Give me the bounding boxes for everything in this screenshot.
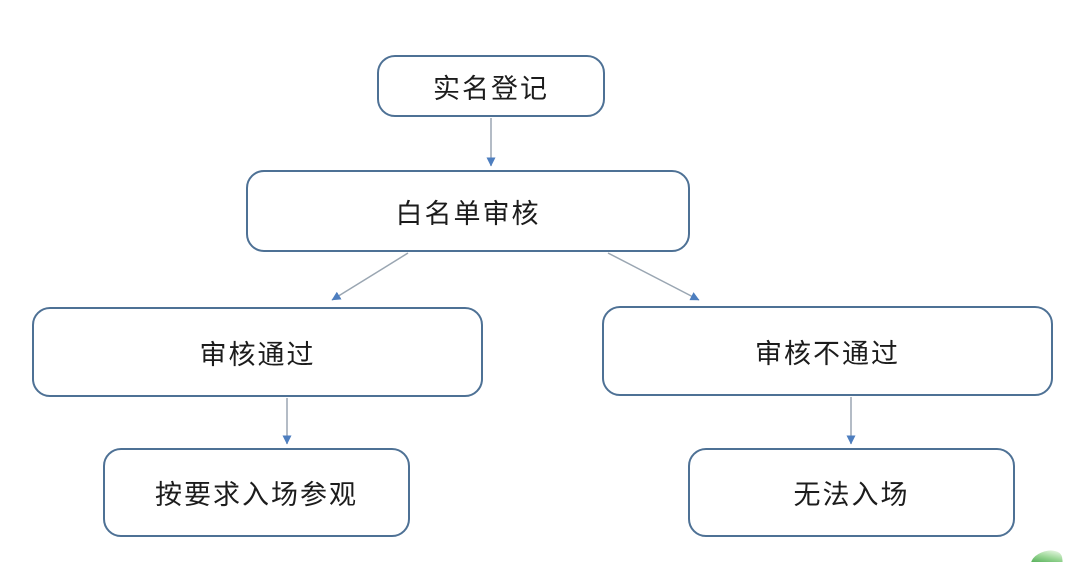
flow-node-rejected-label: 审核不通过 <box>755 338 900 369</box>
flow-node-approved: 审核通过 <box>32 307 483 397</box>
flow-node-enter-visit-label: 按要求入场参观 <box>155 480 358 510</box>
flow-node-enter-visit: 按要求入场参观 <box>103 448 410 537</box>
green-watermark-fragment <box>1029 548 1063 562</box>
flow-node-no-entry-label: 无法入场 <box>793 480 910 510</box>
flow-node-rejected: 审核不通过 <box>602 306 1053 396</box>
flow-node-register: 实名登记 <box>377 55 605 117</box>
flow-node-whitelist-review: 白名单审核 <box>246 170 690 252</box>
flow-node-whitelist-review-label: 白名单审核 <box>395 198 541 229</box>
flow-node-approved-label: 审核通过 <box>199 339 316 370</box>
connector-whitelist-to-approved <box>331 252 409 301</box>
flow-node-register-label: 实名登记 <box>433 73 549 104</box>
flow-node-no-entry: 无法入场 <box>688 448 1015 537</box>
connector-whitelist-to-rejected <box>607 252 700 301</box>
